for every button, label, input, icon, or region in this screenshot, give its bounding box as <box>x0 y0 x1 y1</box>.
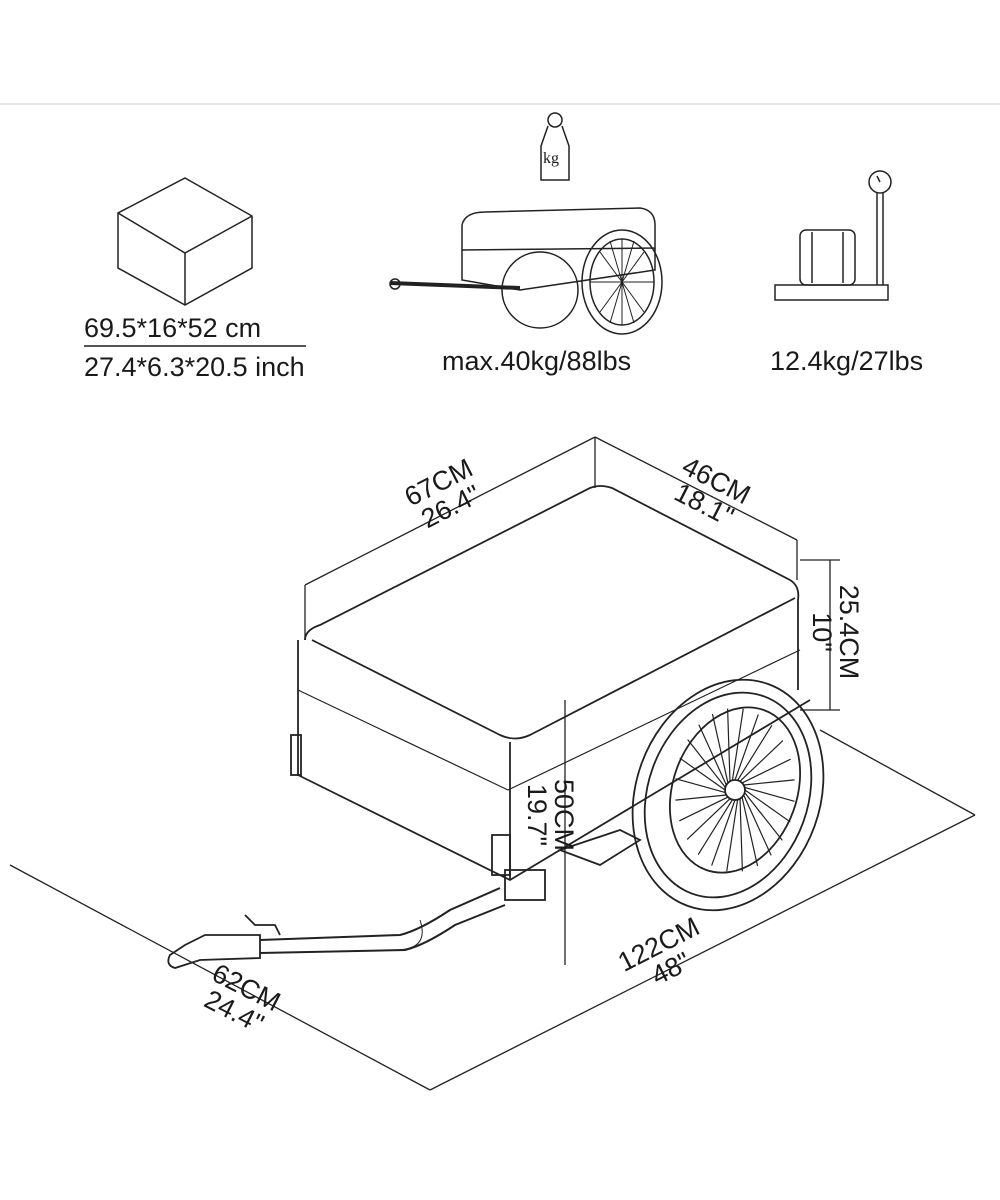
wheel-spoke <box>675 778 726 794</box>
scale-icon <box>774 170 892 301</box>
package-size-cm: 69.5*16*52 cm <box>84 313 262 343</box>
main-trailer-drawing <box>167 485 825 969</box>
wheel-spoke <box>686 798 731 840</box>
box-height-cm: 25.4CM <box>834 584 864 680</box>
wheel-spoke <box>679 757 726 791</box>
wheel-spoke <box>739 798 743 872</box>
wheel-spoke <box>731 708 744 781</box>
package-box-icon <box>117 177 253 306</box>
wheel-spoke <box>741 758 791 784</box>
wheel-spoke <box>711 713 729 784</box>
wheel-spoke <box>726 799 739 872</box>
wheel-spoke <box>697 799 733 856</box>
net-weight: 12.4kg/27lbs <box>770 346 924 376</box>
wheel-spoke <box>743 794 772 856</box>
box-height-dimension: 25.4CM 10" <box>807 562 864 702</box>
wheel-spoke <box>698 724 727 786</box>
total-height-in: 19.7" <box>522 783 552 847</box>
small-trailer-icon <box>389 207 663 335</box>
wheel-spoke <box>679 796 729 822</box>
total-height-dimension: 50CM 19.7" <box>522 755 579 875</box>
wheel-spoke <box>711 799 736 866</box>
box-height-in: 10" <box>807 612 837 652</box>
dimension-lines <box>9 436 976 1091</box>
max-load: max.40kg/88lbs <box>442 346 632 376</box>
weight-kg-icon <box>540 112 570 181</box>
wheel-spoke <box>744 786 795 802</box>
wheel-spoke <box>744 789 791 823</box>
wheel-spoke <box>737 724 773 781</box>
total-height-cm: 50CM <box>549 778 579 852</box>
wheel-spoke <box>743 779 795 786</box>
wheel-spoke <box>727 708 731 782</box>
wheel-spoke <box>739 740 784 782</box>
package-size-inch: 27.4*6.3*20.5 inch <box>84 352 305 382</box>
wheel-spoke <box>734 714 759 781</box>
wheel-spoke <box>741 796 759 867</box>
weight-kg-label: kg <box>543 150 559 167</box>
wheel-spoke <box>687 739 726 788</box>
wheel-spoke <box>744 792 783 841</box>
wheel-spoke <box>675 794 727 801</box>
